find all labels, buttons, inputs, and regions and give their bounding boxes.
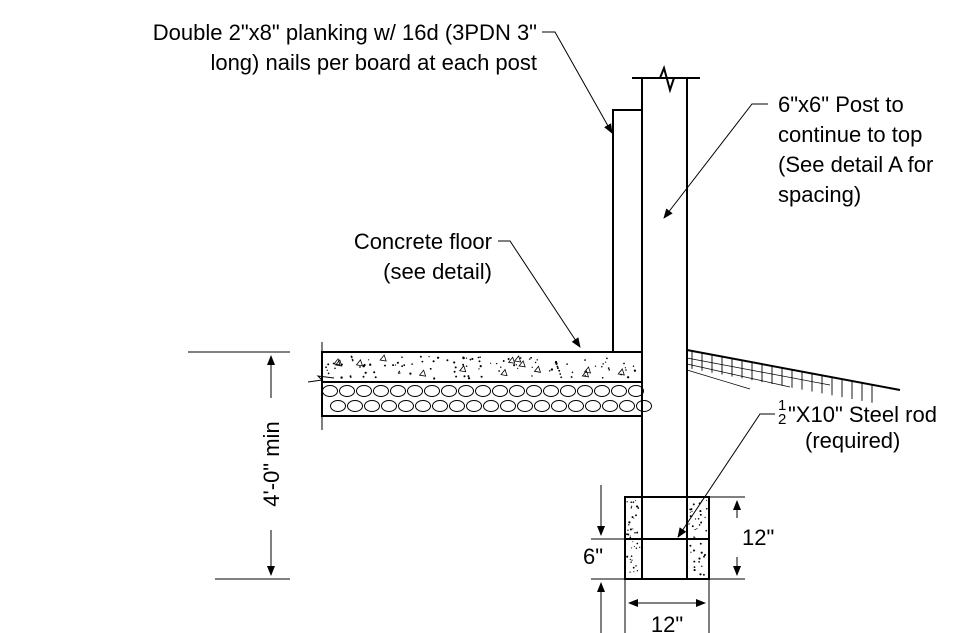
planking-label-line1: Double 2"x8" planking w/ 16d (3PDN 3" bbox=[153, 20, 537, 45]
post-label-line4: spacing) bbox=[778, 182, 861, 207]
leader-floor bbox=[498, 240, 581, 348]
concrete-slab bbox=[321, 351, 643, 383]
soil-grade bbox=[686, 349, 901, 403]
floor-label-line1: Concrete floor bbox=[354, 229, 492, 254]
rod-fraction-numerator: 1 bbox=[778, 397, 786, 414]
dimension-depth bbox=[188, 351, 290, 580]
post-label-line2: continue to top bbox=[778, 122, 922, 147]
post-6x6 bbox=[632, 64, 700, 580]
dimension-rod-height bbox=[591, 485, 625, 633]
rod-label-line2: (required) bbox=[805, 428, 900, 453]
footing-height-label: 12" bbox=[742, 525, 774, 550]
slab-break-line bbox=[307, 342, 335, 430]
dimension-footing-height bbox=[709, 496, 745, 580]
planking-label-line2: long) nails per board at each post bbox=[210, 50, 537, 75]
rod-fraction-denominator: 2 bbox=[778, 411, 786, 428]
leader-rod bbox=[677, 413, 775, 538]
post-label-line1: 6"x6" Post to bbox=[778, 92, 904, 117]
planking bbox=[612, 109, 643, 353]
depth-dimension-label: 4'-0" min bbox=[259, 421, 284, 506]
post-label-line3: (See detail A for bbox=[778, 152, 933, 177]
floor-label-line2: (see detail) bbox=[383, 259, 492, 284]
rod-label-line1: "X10" Steel rod bbox=[788, 402, 937, 427]
leader-post bbox=[663, 103, 768, 219]
rod-height-label: 6" bbox=[583, 544, 603, 569]
footing-width-label: 12" bbox=[651, 612, 683, 633]
leader-planking bbox=[542, 31, 613, 134]
dimension-footing-width bbox=[624, 579, 710, 633]
gravel-layer bbox=[321, 381, 652, 417]
